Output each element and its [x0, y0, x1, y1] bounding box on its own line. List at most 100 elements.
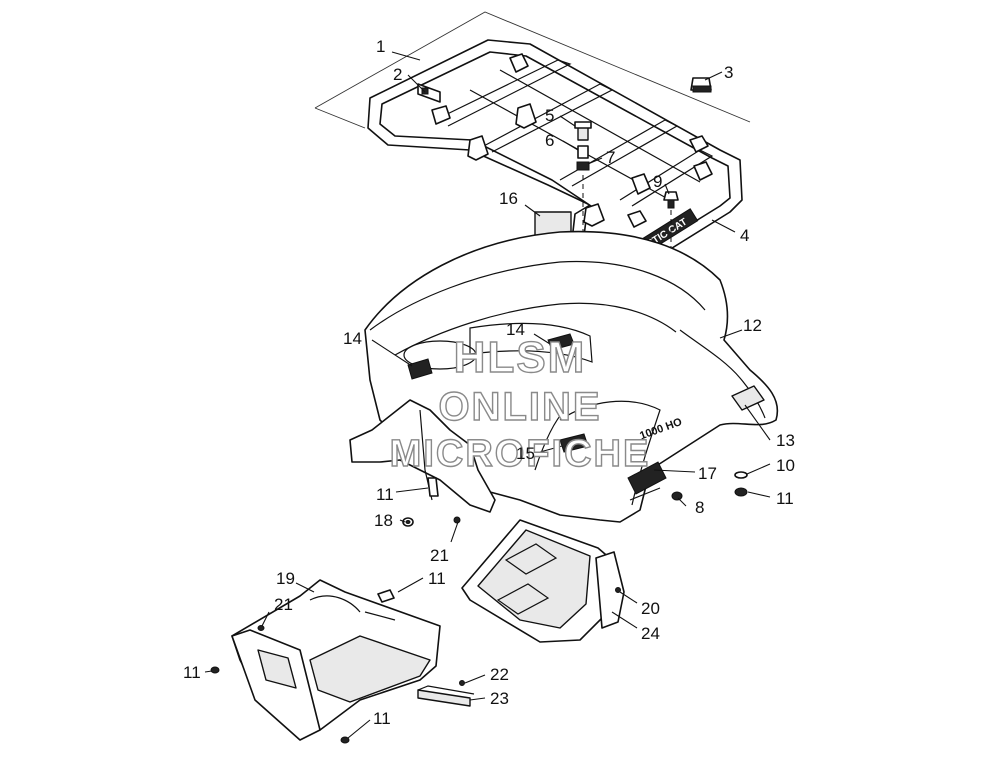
leader-11-upper-left [397, 577, 424, 593]
callout-11-right: 11 [776, 489, 794, 508]
rack-foot-3 [515, 103, 537, 129]
leader-14-right [533, 333, 551, 345]
bolt-9-shank [667, 199, 675, 209]
rack-foot-8 [693, 161, 713, 181]
washer-10 [734, 471, 748, 479]
fastener-18-center [405, 520, 411, 524]
left-footwell-side-panel [231, 629, 321, 741]
callout-11-fender: 11 [376, 485, 394, 504]
bolt-5-head [574, 121, 592, 129]
fastener-21-left [257, 625, 265, 631]
leader-10 [746, 463, 771, 475]
callout-6: 6 [545, 131, 554, 150]
leader-6 [562, 140, 579, 151]
callout-14-right: 14 [506, 320, 525, 339]
callout-18: 18 [374, 511, 393, 530]
leader-19 [295, 582, 315, 593]
leader-1 [391, 51, 421, 61]
rack-foot-1 [431, 105, 451, 125]
leader-21-upper [450, 521, 459, 543]
leader-14-left [371, 339, 413, 367]
rack-clip [417, 83, 441, 103]
watermark-line-1: HLSM [454, 333, 587, 382]
fastener-11-bottom [340, 736, 350, 744]
watermark-line-3: MICROFICHE [390, 433, 651, 475]
rack-foot-6 [627, 210, 647, 228]
fender-top-ridge [369, 260, 706, 331]
rack-foot-5 [583, 203, 605, 227]
watermark: HLSM ONLINE MICROFICHE [389, 332, 651, 475]
rear-rack: ARCTIC CAT [314, 11, 751, 277]
leader-2 [407, 74, 426, 93]
fender-deck-line [394, 302, 677, 356]
watermark-line-2: ONLINE [438, 385, 601, 429]
leader-13 [744, 404, 771, 441]
bolt-9 [663, 191, 679, 201]
leader-4 [711, 219, 736, 233]
fender-left-wheel-well [349, 399, 496, 513]
right-footwell [461, 519, 625, 643]
decal-17-stripe [629, 487, 661, 501]
rack-foot-4 [509, 53, 529, 73]
callout-13: 13 [776, 431, 795, 450]
fastener-8 [671, 491, 683, 501]
right-footwell-pocket-2 [496, 583, 550, 615]
callout-10: 10 [776, 456, 795, 475]
left-footwell-vent [257, 649, 297, 689]
leader-24 [611, 611, 638, 629]
decal-15 [559, 433, 589, 453]
rack-plane-line-2 [314, 107, 366, 129]
left-footwell [231, 579, 441, 741]
leader-18 [399, 519, 406, 523]
rack-cross-tube-1 [434, 59, 572, 127]
leader-11-fender [395, 487, 429, 493]
callout-11-left: 11 [183, 663, 201, 682]
callouts: 1 2 3 4 5 6 7 8 9 10 11 11 11 11 11 12 1… [183, 37, 795, 728]
leader-17 [653, 469, 696, 473]
callout-22: 22 [490, 665, 509, 684]
leader-20 [619, 591, 638, 604]
fender-center-seam [534, 409, 566, 471]
callout-4: 4 [740, 226, 749, 245]
leader-lines [204, 51, 771, 739]
plug-cap-base [692, 85, 712, 93]
fastener-11-right [734, 487, 748, 497]
right-footwell-tread [477, 529, 591, 629]
leader-11-left [204, 670, 213, 673]
screw-22 [459, 680, 465, 686]
callout-21-upper: 21 [430, 546, 449, 565]
leader-22 [464, 674, 486, 684]
fastener-20 [615, 587, 621, 593]
leader-23 [469, 697, 486, 701]
rack-foot-7 [631, 173, 651, 195]
callout-16: 16 [499, 189, 518, 208]
leader-8 [677, 497, 687, 507]
rack-clip-hole [421, 87, 429, 95]
leader-9 [664, 183, 670, 195]
nut-7 [576, 161, 590, 171]
right-footwell-flap-20 [595, 551, 625, 629]
decal-14-left [407, 358, 433, 380]
leader-3 [704, 71, 723, 81]
callout-12: 12 [743, 316, 762, 335]
callout-19: 19 [276, 569, 295, 588]
callout-20: 20 [641, 599, 660, 618]
fastener-21-upper [453, 516, 461, 524]
spacer-6 [577, 145, 589, 159]
callout-8: 8 [695, 498, 704, 517]
leader-16 [524, 204, 541, 217]
fender-seat-recess [469, 322, 593, 363]
rack-cross-tube-4 [619, 149, 714, 207]
callout-3: 3 [724, 63, 733, 82]
rack-long-tube-1 [499, 69, 701, 183]
callout-17: 17 [698, 464, 717, 483]
leader-7 [587, 157, 603, 165]
leader-15 [539, 445, 563, 453]
callout-1: 1 [376, 37, 385, 56]
leader-21-left [261, 611, 270, 627]
callout-15: 15 [516, 444, 535, 463]
fender-clip-11 [427, 477, 439, 497]
callout-14-left: 14 [343, 329, 362, 348]
